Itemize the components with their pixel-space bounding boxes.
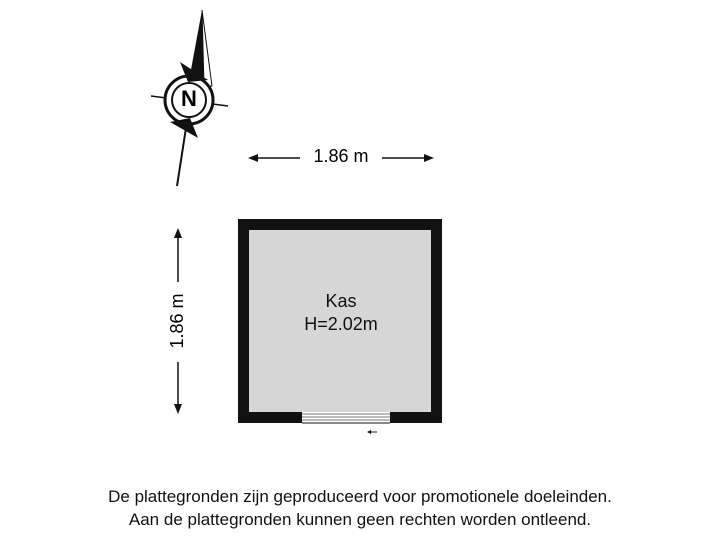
- disclaimer-line-1: De plattegronden zijn geproduceerd voor …: [108, 487, 612, 506]
- entrance-arrow-icon: [367, 430, 377, 434]
- compass-label: N: [181, 86, 197, 111]
- width-dimension-label: 1.86 m: [313, 146, 369, 166]
- room-height: H=2.02m: [304, 314, 378, 334]
- disclaimer-line-2: Aan de plattegronden kunnen geen rechten…: [128, 510, 592, 529]
- room-kas: [238, 219, 442, 424]
- north-arrow-icon: [150, 9, 229, 187]
- depth-dimension: [174, 228, 182, 414]
- width-dimension: [248, 154, 434, 162]
- room-name: Kas: [325, 291, 357, 311]
- depth-dimension-label: 1.86 m: [167, 293, 187, 349]
